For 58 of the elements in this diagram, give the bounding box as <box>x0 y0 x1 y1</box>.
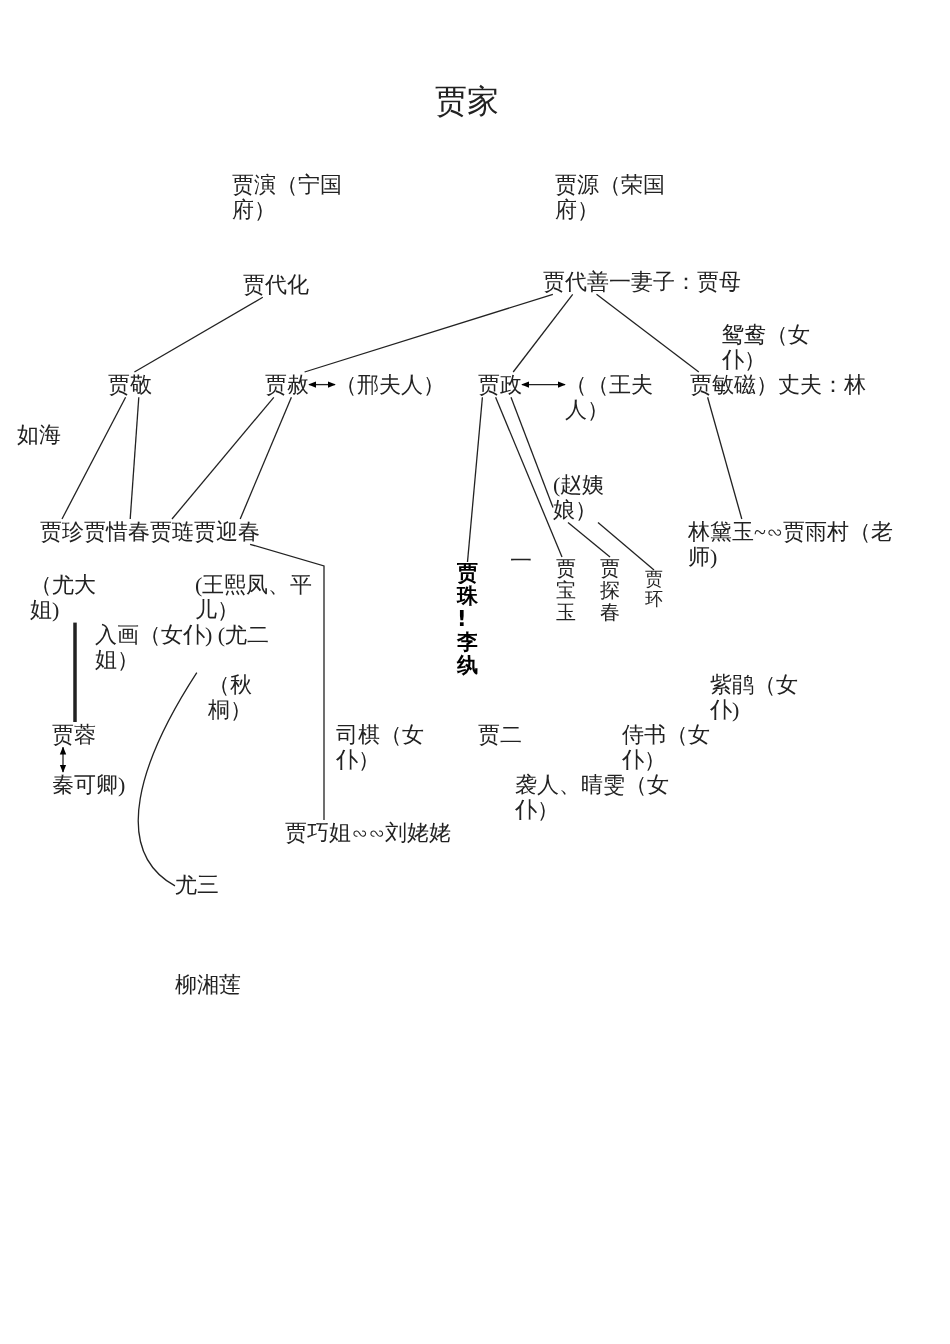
person-label: 贾政 <box>478 372 522 398</box>
person-label: 贾代化 <box>243 272 309 298</box>
connector-line <box>494 396 563 558</box>
annotation-text: 如海 <box>17 422 61 448</box>
person-label: 尤三 <box>175 872 219 898</box>
connector-line <box>512 293 574 373</box>
person-label: 贾珍 <box>40 519 84 545</box>
connector-line <box>129 396 140 520</box>
person-label: （（王夫人） <box>565 372 655 423</box>
person-label: 入画（女仆) (尤二姐） <box>95 622 280 673</box>
connector-line <box>249 543 325 821</box>
annotation-text: （秋桐） <box>208 672 253 723</box>
connector-line <box>133 296 264 373</box>
person-label: 贾蓉 <box>52 722 96 748</box>
person-label: 贾环 <box>645 570 663 610</box>
connector-line <box>73 622 77 722</box>
person-label: 贾巧姐∽∽刘姥姥 <box>285 820 451 846</box>
person-label: 贾琏 <box>150 519 194 545</box>
connector-line <box>303 293 554 373</box>
person-label: 贾敬 <box>108 372 152 398</box>
person-label: （邢夫人） <box>335 372 445 398</box>
connector-line <box>567 521 611 558</box>
person-label: 贾惜春 <box>84 519 150 545</box>
connector-line <box>466 396 484 563</box>
diagram-title: 贾家 <box>435 82 499 121</box>
person-label: 贾宝玉 <box>556 557 576 623</box>
double-arrow <box>521 381 566 388</box>
connector-line <box>597 521 655 571</box>
annotation-text: 贾二 <box>478 722 522 748</box>
person-label: 贾敏磁）丈夫：林 <box>690 372 866 398</box>
double-arrow <box>59 746 67 773</box>
connector-line <box>595 293 700 373</box>
person-label: 贾迎春 <box>194 519 260 545</box>
annotation-text: 贾源（荣国府） <box>555 172 666 223</box>
double-arrow <box>308 381 336 388</box>
connector-line <box>510 396 554 509</box>
curved-line <box>137 671 198 887</box>
annotation-text: 袭人、晴雯（女仆） <box>515 772 670 823</box>
annotation-text: 鸳鸯（女仆） <box>722 322 811 373</box>
connector-line <box>171 396 275 520</box>
person-label: 贾探春 <box>600 557 620 623</box>
person-label: (赵姨娘） <box>553 472 613 523</box>
annotation-text: 柳湘莲 <box>175 972 241 998</box>
annotation-text: 司棋（女仆） <box>336 722 425 773</box>
annotation-text: 贾演（宁国府） <box>232 172 343 223</box>
annotation-text: 紫鹃（女仆) <box>710 672 799 723</box>
annotation-text: 侍书（女仆） <box>622 722 711 773</box>
annotation-text: (王熙凤、平儿） <box>195 572 314 623</box>
connector-line <box>61 396 127 520</box>
person-label: 贾代善一妻子：贾母 <box>543 269 741 295</box>
person-label: 贾珠!李纨 <box>457 562 478 678</box>
annotation-text: 一 <box>510 548 532 574</box>
person-label: 林黛玉~∽贾雨村（老师) <box>688 519 903 570</box>
person-label: 贾赦 <box>265 372 309 398</box>
connector-line <box>706 396 743 520</box>
person-label: （尤大姐) <box>30 572 105 623</box>
connector-line <box>239 396 293 520</box>
person-label: 秦可卿) <box>52 772 126 798</box>
